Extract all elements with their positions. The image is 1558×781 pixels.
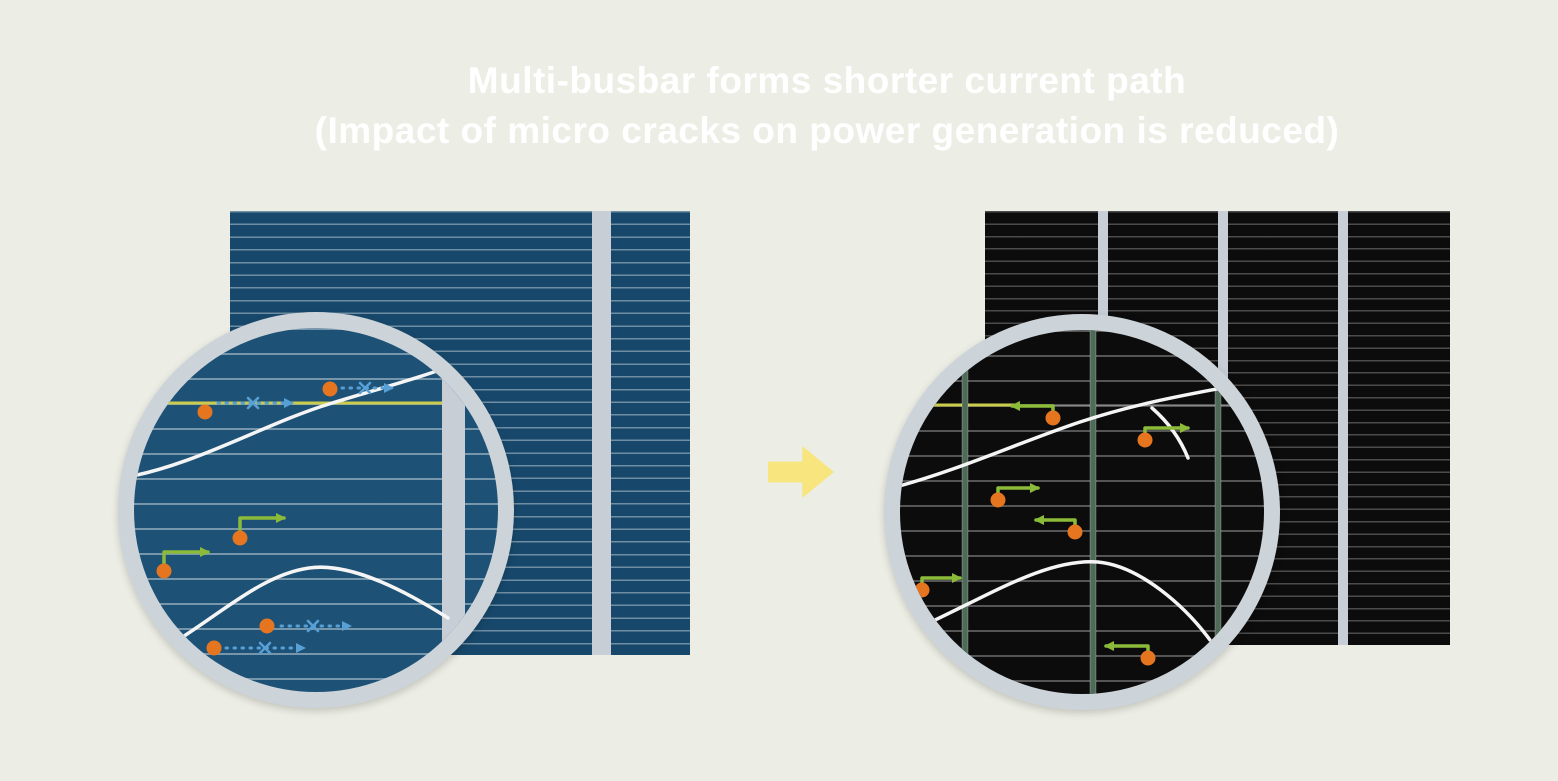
- current-path-arrow-green: [238, 513, 286, 532]
- busbar-stripe: [592, 211, 611, 655]
- crack-block-x-icon: [246, 396, 260, 410]
- electron-dot: [156, 563, 172, 579]
- magnified-busbar: [1089, 330, 1097, 694]
- micro-crack: [900, 386, 1224, 488]
- crack-block-x-icon: [306, 619, 320, 633]
- right-magnifier: [884, 314, 1280, 710]
- electron-dot: [197, 404, 213, 420]
- left-magnifier-view: [134, 328, 498, 692]
- magnified-busbar: [961, 330, 969, 694]
- diagram-title: Multi-busbar forms shorter current path …: [48, 56, 1558, 156]
- title-line-1: Multi-busbar forms shorter current path: [467, 60, 1187, 101]
- current-path-arrow-green: [920, 573, 962, 588]
- electron-dot: [1067, 524, 1083, 540]
- electron-dot: [914, 582, 930, 598]
- crack-block-x-icon: [358, 381, 372, 395]
- micro-crack: [134, 362, 458, 478]
- busbar-stripe: [1338, 211, 1348, 645]
- magnified-busbar: [442, 328, 465, 692]
- electron-dot: [322, 381, 338, 397]
- current-path-arrow-green: [1104, 641, 1150, 656]
- electron-dot: [1045, 410, 1061, 426]
- electron-dot: [990, 492, 1006, 508]
- current-path-arrow-green: [1034, 515, 1077, 530]
- electron-dot: [232, 530, 248, 546]
- current-path-arrow-green: [1010, 401, 1055, 416]
- right-magnifier-view: [900, 330, 1264, 694]
- transition-arrow-icon: [768, 446, 834, 498]
- electron-dot: [206, 640, 222, 656]
- title-line-2: (Impact of micro cracks on power generat…: [314, 110, 1340, 151]
- electron-dot: [259, 618, 275, 634]
- crack-block-x-icon: [258, 641, 272, 655]
- micro-crack: [1150, 406, 1190, 460]
- current-path-arrow-green: [996, 483, 1040, 498]
- magnified-busbar: [1214, 330, 1222, 694]
- micro-crack: [916, 560, 1212, 642]
- current-path-arrow-green: [1143, 423, 1190, 438]
- electron-dot: [1140, 650, 1156, 666]
- micro-crack: [136, 565, 450, 664]
- current-path-arrow-green: [162, 547, 210, 566]
- left-magnifier: [118, 312, 514, 708]
- electron-dot: [1137, 432, 1153, 448]
